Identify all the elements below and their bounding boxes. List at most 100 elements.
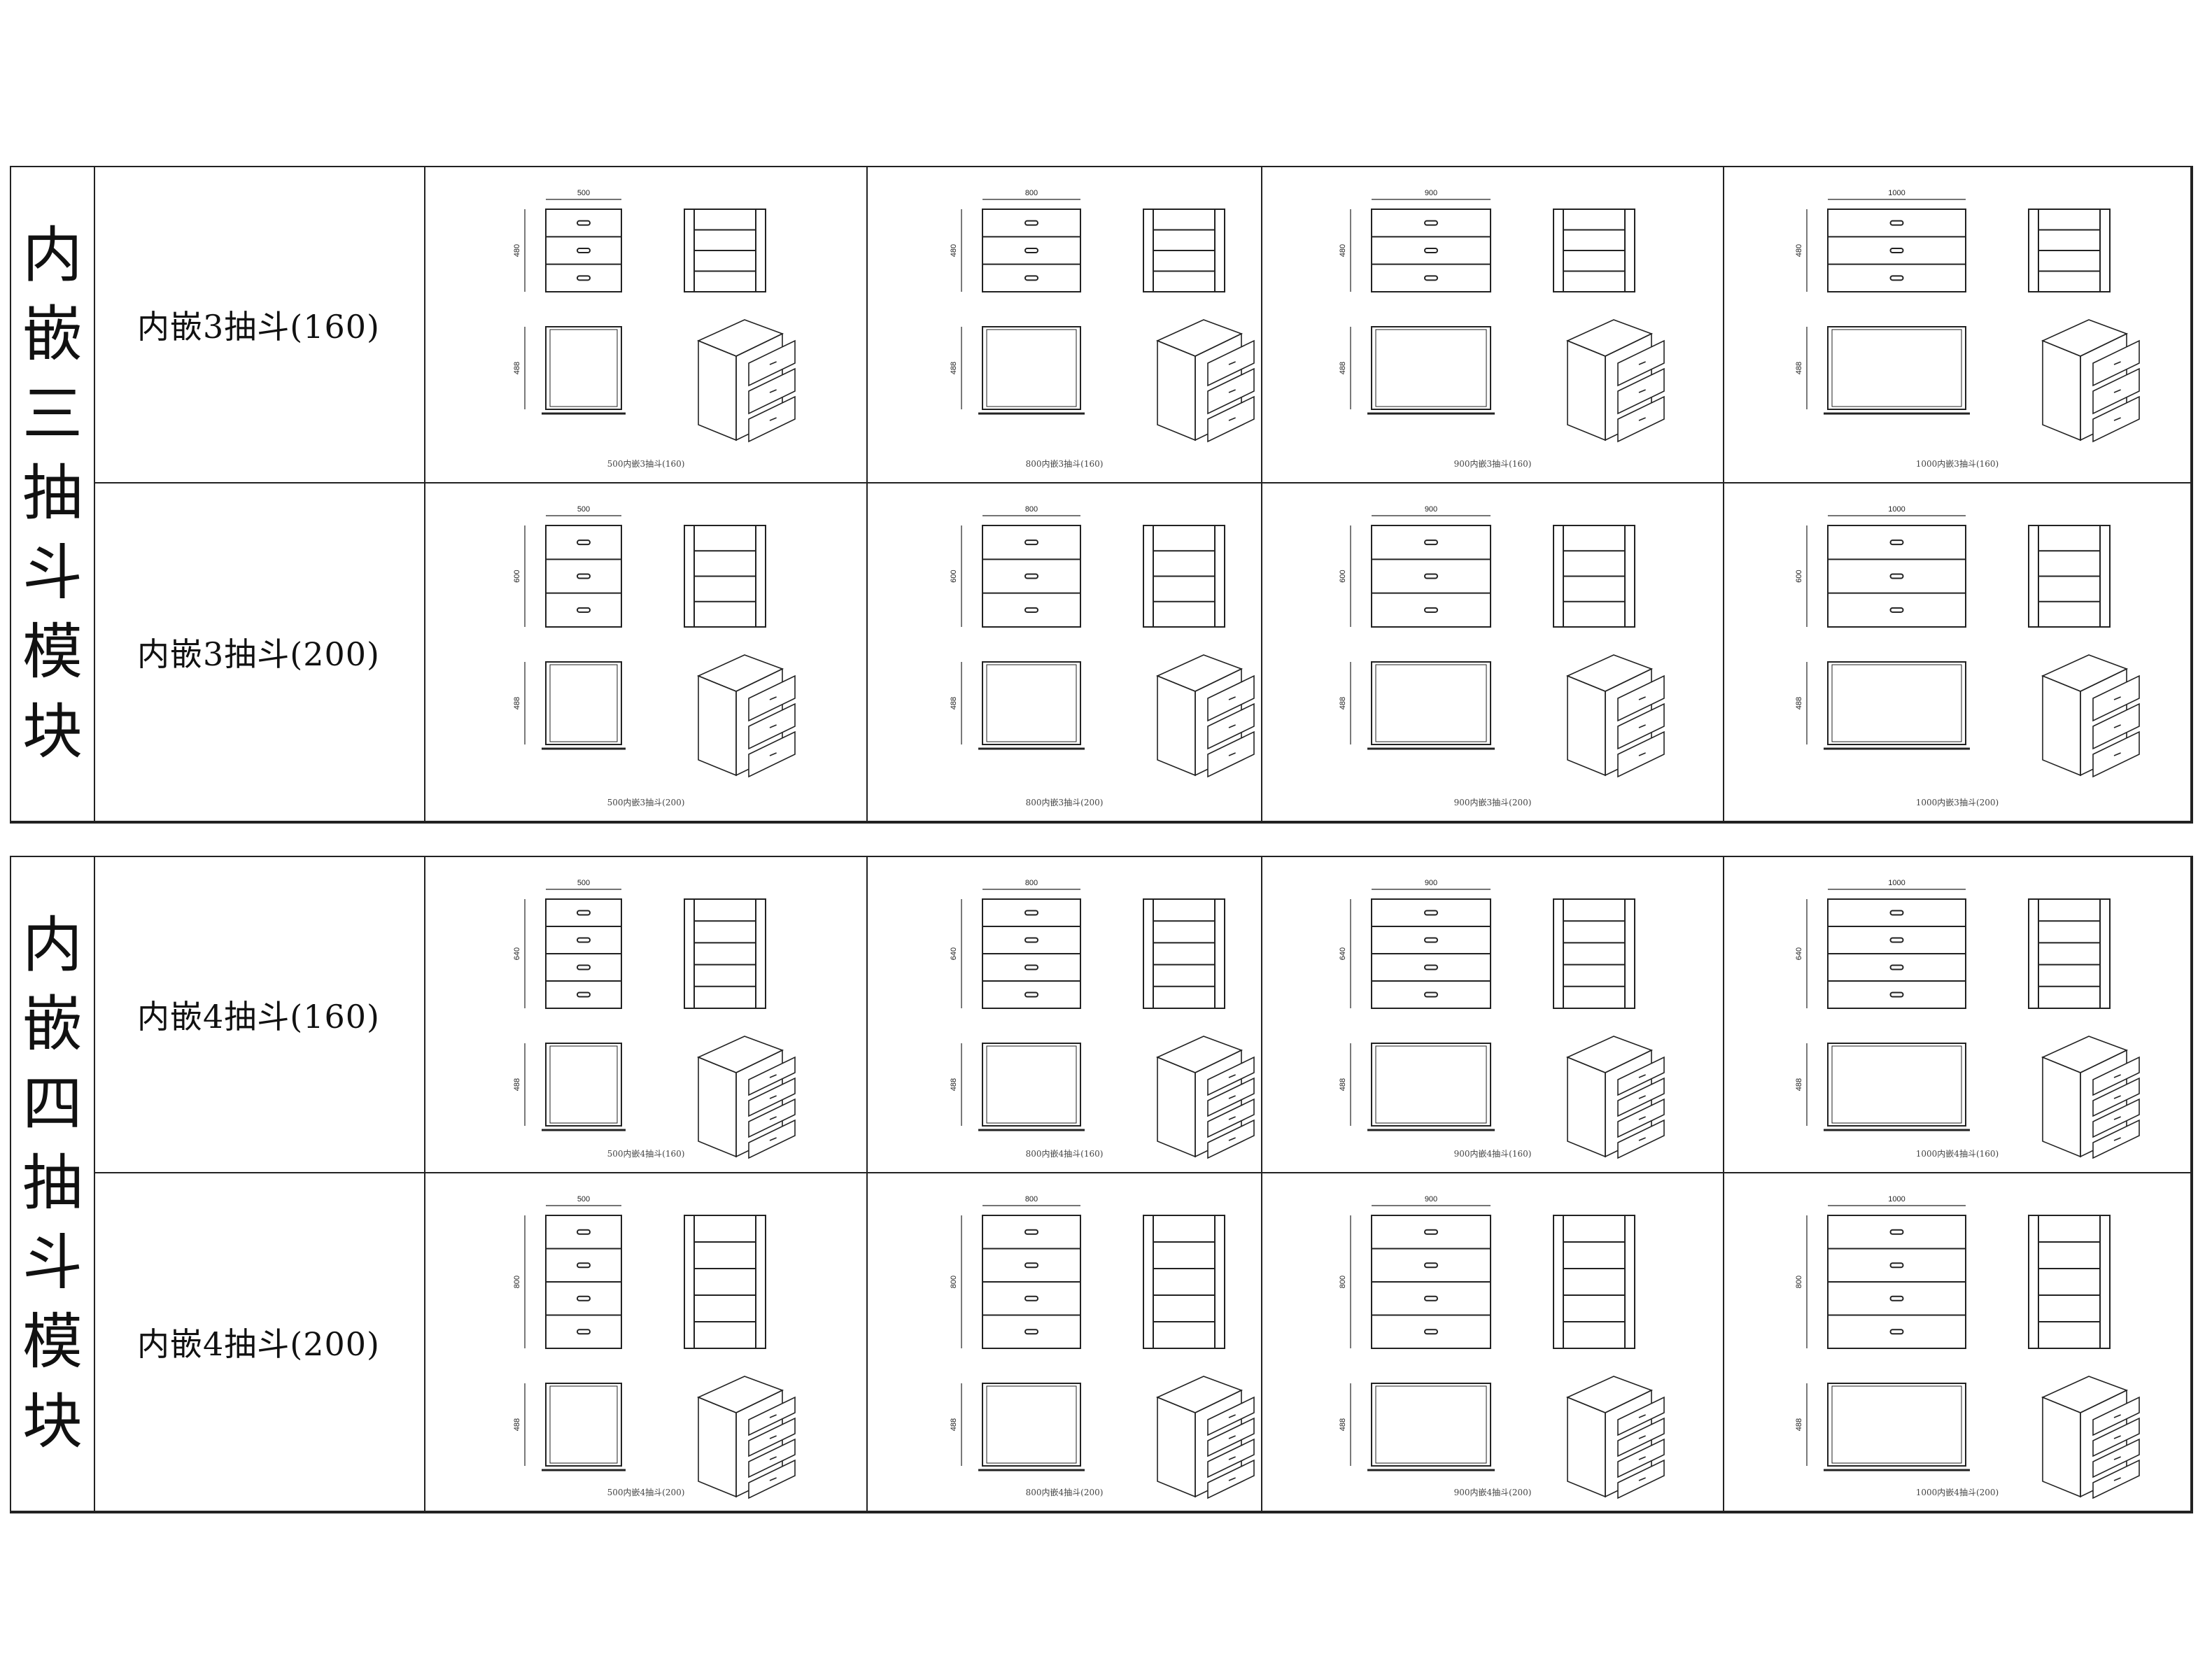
- depth-label: 488: [950, 362, 958, 374]
- drawer-handle: [1424, 1295, 1438, 1301]
- drawer-handle: [1024, 275, 1038, 281]
- drawing-caption: 1000内嵌4抽斗(200): [1915, 1488, 1999, 1497]
- module-title: 内嵌四抽斗模块: [11, 857, 95, 1512]
- side-elevation: [1143, 209, 1225, 292]
- height-label: 640: [1795, 947, 1803, 960]
- drawer-handle: [577, 964, 591, 970]
- side-elevation: [1553, 209, 1635, 292]
- drawing-caption: 500内嵌3抽斗(200): [607, 798, 685, 807]
- drawer-handle: [1424, 1329, 1438, 1335]
- isometric-view: [1155, 1036, 1255, 1159]
- isometric-view: [1155, 654, 1255, 778]
- drawer-handle: [1889, 248, 1904, 253]
- drawer-handle: [577, 1295, 591, 1301]
- drawing-caption: 500内嵌4抽斗(200): [607, 1488, 685, 1497]
- depth-label: 488: [1795, 1078, 1803, 1091]
- plan-view: [1371, 661, 1491, 745]
- height-label: 480: [1795, 244, 1803, 257]
- isometric-view: [1565, 654, 1665, 778]
- plan-view: [982, 1043, 1081, 1127]
- side-elevation: [1553, 525, 1635, 628]
- height-label: 600: [1339, 570, 1347, 582]
- depth-label: 488: [950, 697, 958, 710]
- height-label: 480: [513, 244, 521, 257]
- front-elevation: [982, 209, 1081, 292]
- module-title-char: 块: [22, 696, 83, 767]
- drawer-handle: [1889, 1229, 1904, 1235]
- side-elevation: [684, 898, 766, 1009]
- depth-label: 488: [950, 1078, 958, 1091]
- plan-view: [982, 661, 1081, 745]
- isometric-view: [1155, 1376, 1255, 1499]
- drawer-handle: [1024, 573, 1038, 579]
- row-label: 内嵌3抽斗(160): [95, 167, 425, 483]
- module-title-char: 斗: [22, 537, 83, 608]
- module-title-char: 模: [22, 1307, 83, 1378]
- drawer-handle: [577, 539, 591, 546]
- isometric-view: [696, 1376, 796, 1499]
- plan-view: [545, 661, 622, 745]
- front-elevation: [1371, 209, 1491, 292]
- width-label: 500: [577, 505, 590, 514]
- plan-view: [1371, 1043, 1491, 1127]
- drawing-caption: 800内嵌4抽斗(200): [1025, 1488, 1104, 1497]
- plan-view: [545, 1383, 622, 1467]
- drawer-handle: [1889, 991, 1904, 998]
- drawer-handle: [1424, 607, 1438, 613]
- depth-label: 488: [950, 1418, 958, 1431]
- isometric-view: [1565, 319, 1665, 443]
- plan-inner: [549, 1045, 618, 1124]
- side-elevation: [2028, 525, 2111, 628]
- drawing-caption: 800内嵌4抽斗(160): [1025, 1149, 1104, 1159]
- drawer-handle: [1889, 1262, 1904, 1269]
- drawer-handle: [577, 1329, 591, 1335]
- module-title-char: 嵌: [22, 989, 83, 1060]
- drawer-handle: [1024, 1262, 1038, 1269]
- plan-inner: [1375, 664, 1487, 742]
- depth-label: 488: [1339, 697, 1347, 710]
- drawer-handle: [1024, 607, 1038, 613]
- isometric-view: [696, 319, 796, 443]
- drawer-handle: [1889, 275, 1904, 281]
- drawing-caption: 1000内嵌3抽斗(160): [1915, 459, 1999, 469]
- height-label: 640: [1339, 947, 1347, 960]
- row-label: 内嵌3抽斗(200): [95, 483, 425, 822]
- isometric-view: [1155, 319, 1255, 443]
- side-elevation: [1143, 525, 1225, 628]
- height-label: 800: [1339, 1276, 1347, 1288]
- width-label: 800: [1025, 189, 1038, 197]
- module-title-char: 内: [22, 910, 83, 980]
- plan-view: [545, 1043, 622, 1127]
- module-title-char: 三: [22, 379, 83, 449]
- drawer-handle: [1889, 964, 1904, 970]
- drawer-handle: [1889, 573, 1904, 579]
- plan-view: [1371, 1383, 1491, 1467]
- drawer-handle: [1024, 1329, 1038, 1335]
- drawing-caption: 800内嵌3抽斗(200): [1025, 798, 1104, 807]
- drawer-handle: [1024, 539, 1038, 546]
- isometric-view: [696, 1036, 796, 1159]
- plan-inner: [1831, 329, 1962, 407]
- width-label: 800: [1025, 879, 1038, 887]
- drawer-handle: [1024, 964, 1038, 970]
- plan-inner: [1831, 664, 1962, 742]
- module-title-char: 内: [22, 220, 83, 290]
- width-label: 800: [1025, 505, 1038, 514]
